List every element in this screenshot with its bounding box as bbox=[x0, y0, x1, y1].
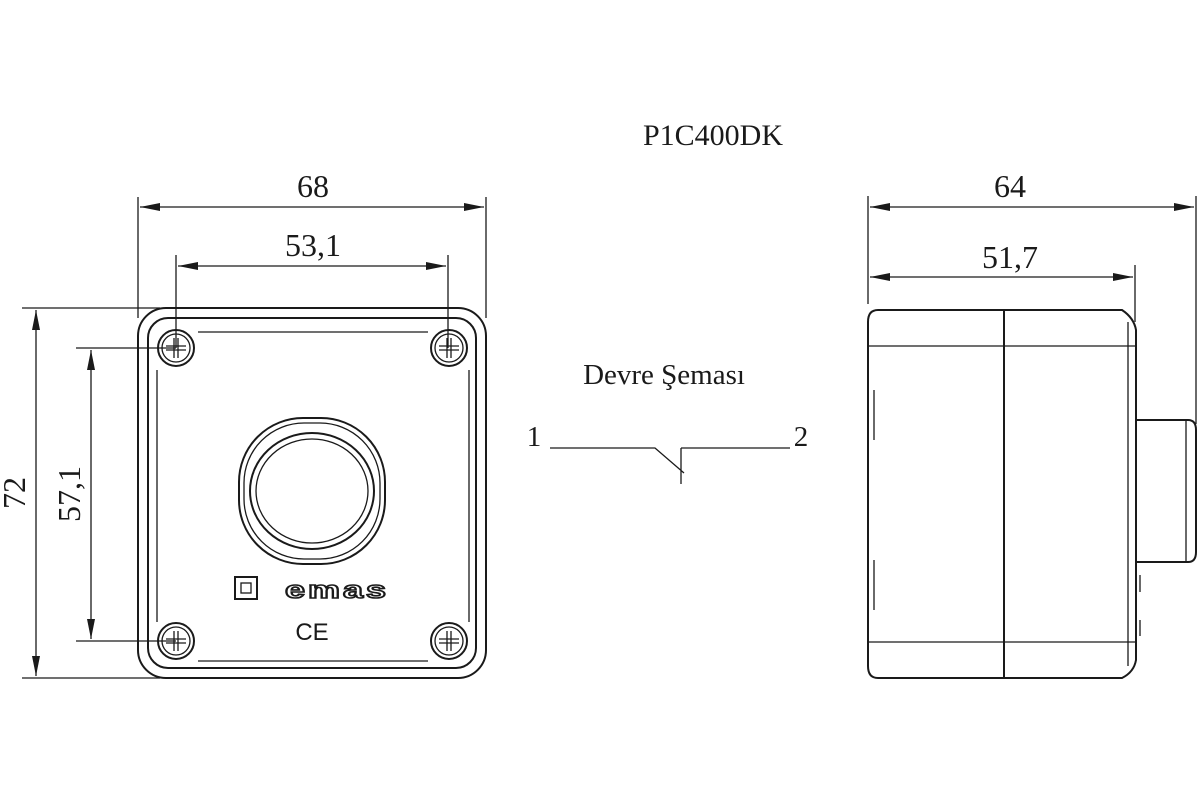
dimension-depth-outer-label: 64 bbox=[994, 168, 1026, 204]
button-side-profile bbox=[1136, 419, 1197, 563]
screw-bottom-right-icon bbox=[430, 622, 468, 660]
dimension-width-outer-label: 68 bbox=[297, 168, 329, 204]
ce-mark-icon: CE bbox=[295, 619, 328, 646]
terminal-1-label: 1 bbox=[527, 421, 542, 453]
dimension-height-screws: 57,1 bbox=[51, 350, 95, 639]
dimension-depth-outer: 64 bbox=[870, 168, 1194, 211]
dimension-width-screws: 53,1 bbox=[178, 227, 446, 270]
screw-top-left-icon bbox=[157, 329, 195, 367]
enclosure-lid-side bbox=[1004, 309, 1137, 679]
dimension-depth-body: 51,7 bbox=[870, 239, 1133, 281]
dimension-width-screws-label: 53,1 bbox=[285, 227, 341, 263]
push-button-icon bbox=[238, 417, 386, 565]
dimension-depth-body-label: 51,7 bbox=[982, 239, 1038, 275]
terminal-2-label: 2 bbox=[794, 421, 809, 453]
enclosure-base-side bbox=[867, 309, 1004, 679]
enclosure-outer-outline bbox=[137, 307, 487, 679]
screw-bottom-left-icon bbox=[157, 622, 195, 660]
brand-logo: emas bbox=[285, 577, 389, 604]
front-view: 68 53,1 72 57,1 bbox=[0, 168, 487, 679]
contact-symbol bbox=[550, 447, 790, 484]
circuit-title: Devre Şeması bbox=[583, 359, 745, 391]
dimension-height-outer-label: 72 bbox=[0, 477, 32, 509]
lid-frame bbox=[156, 331, 470, 662]
screw-top-right-icon bbox=[430, 329, 468, 367]
double-insulation-icon bbox=[234, 576, 258, 600]
dimension-width-outer: 68 bbox=[140, 168, 484, 211]
enclosure-inner-outline bbox=[147, 317, 477, 669]
side-view: 64 51,7 bbox=[867, 168, 1197, 679]
dimension-height-outer: 72 bbox=[0, 310, 40, 676]
model-title: P1C400DK bbox=[643, 119, 783, 152]
dimension-height-screws-label: 57,1 bbox=[51, 466, 87, 522]
circuit-diagram: Devre Şeması 1 2 bbox=[527, 359, 809, 484]
